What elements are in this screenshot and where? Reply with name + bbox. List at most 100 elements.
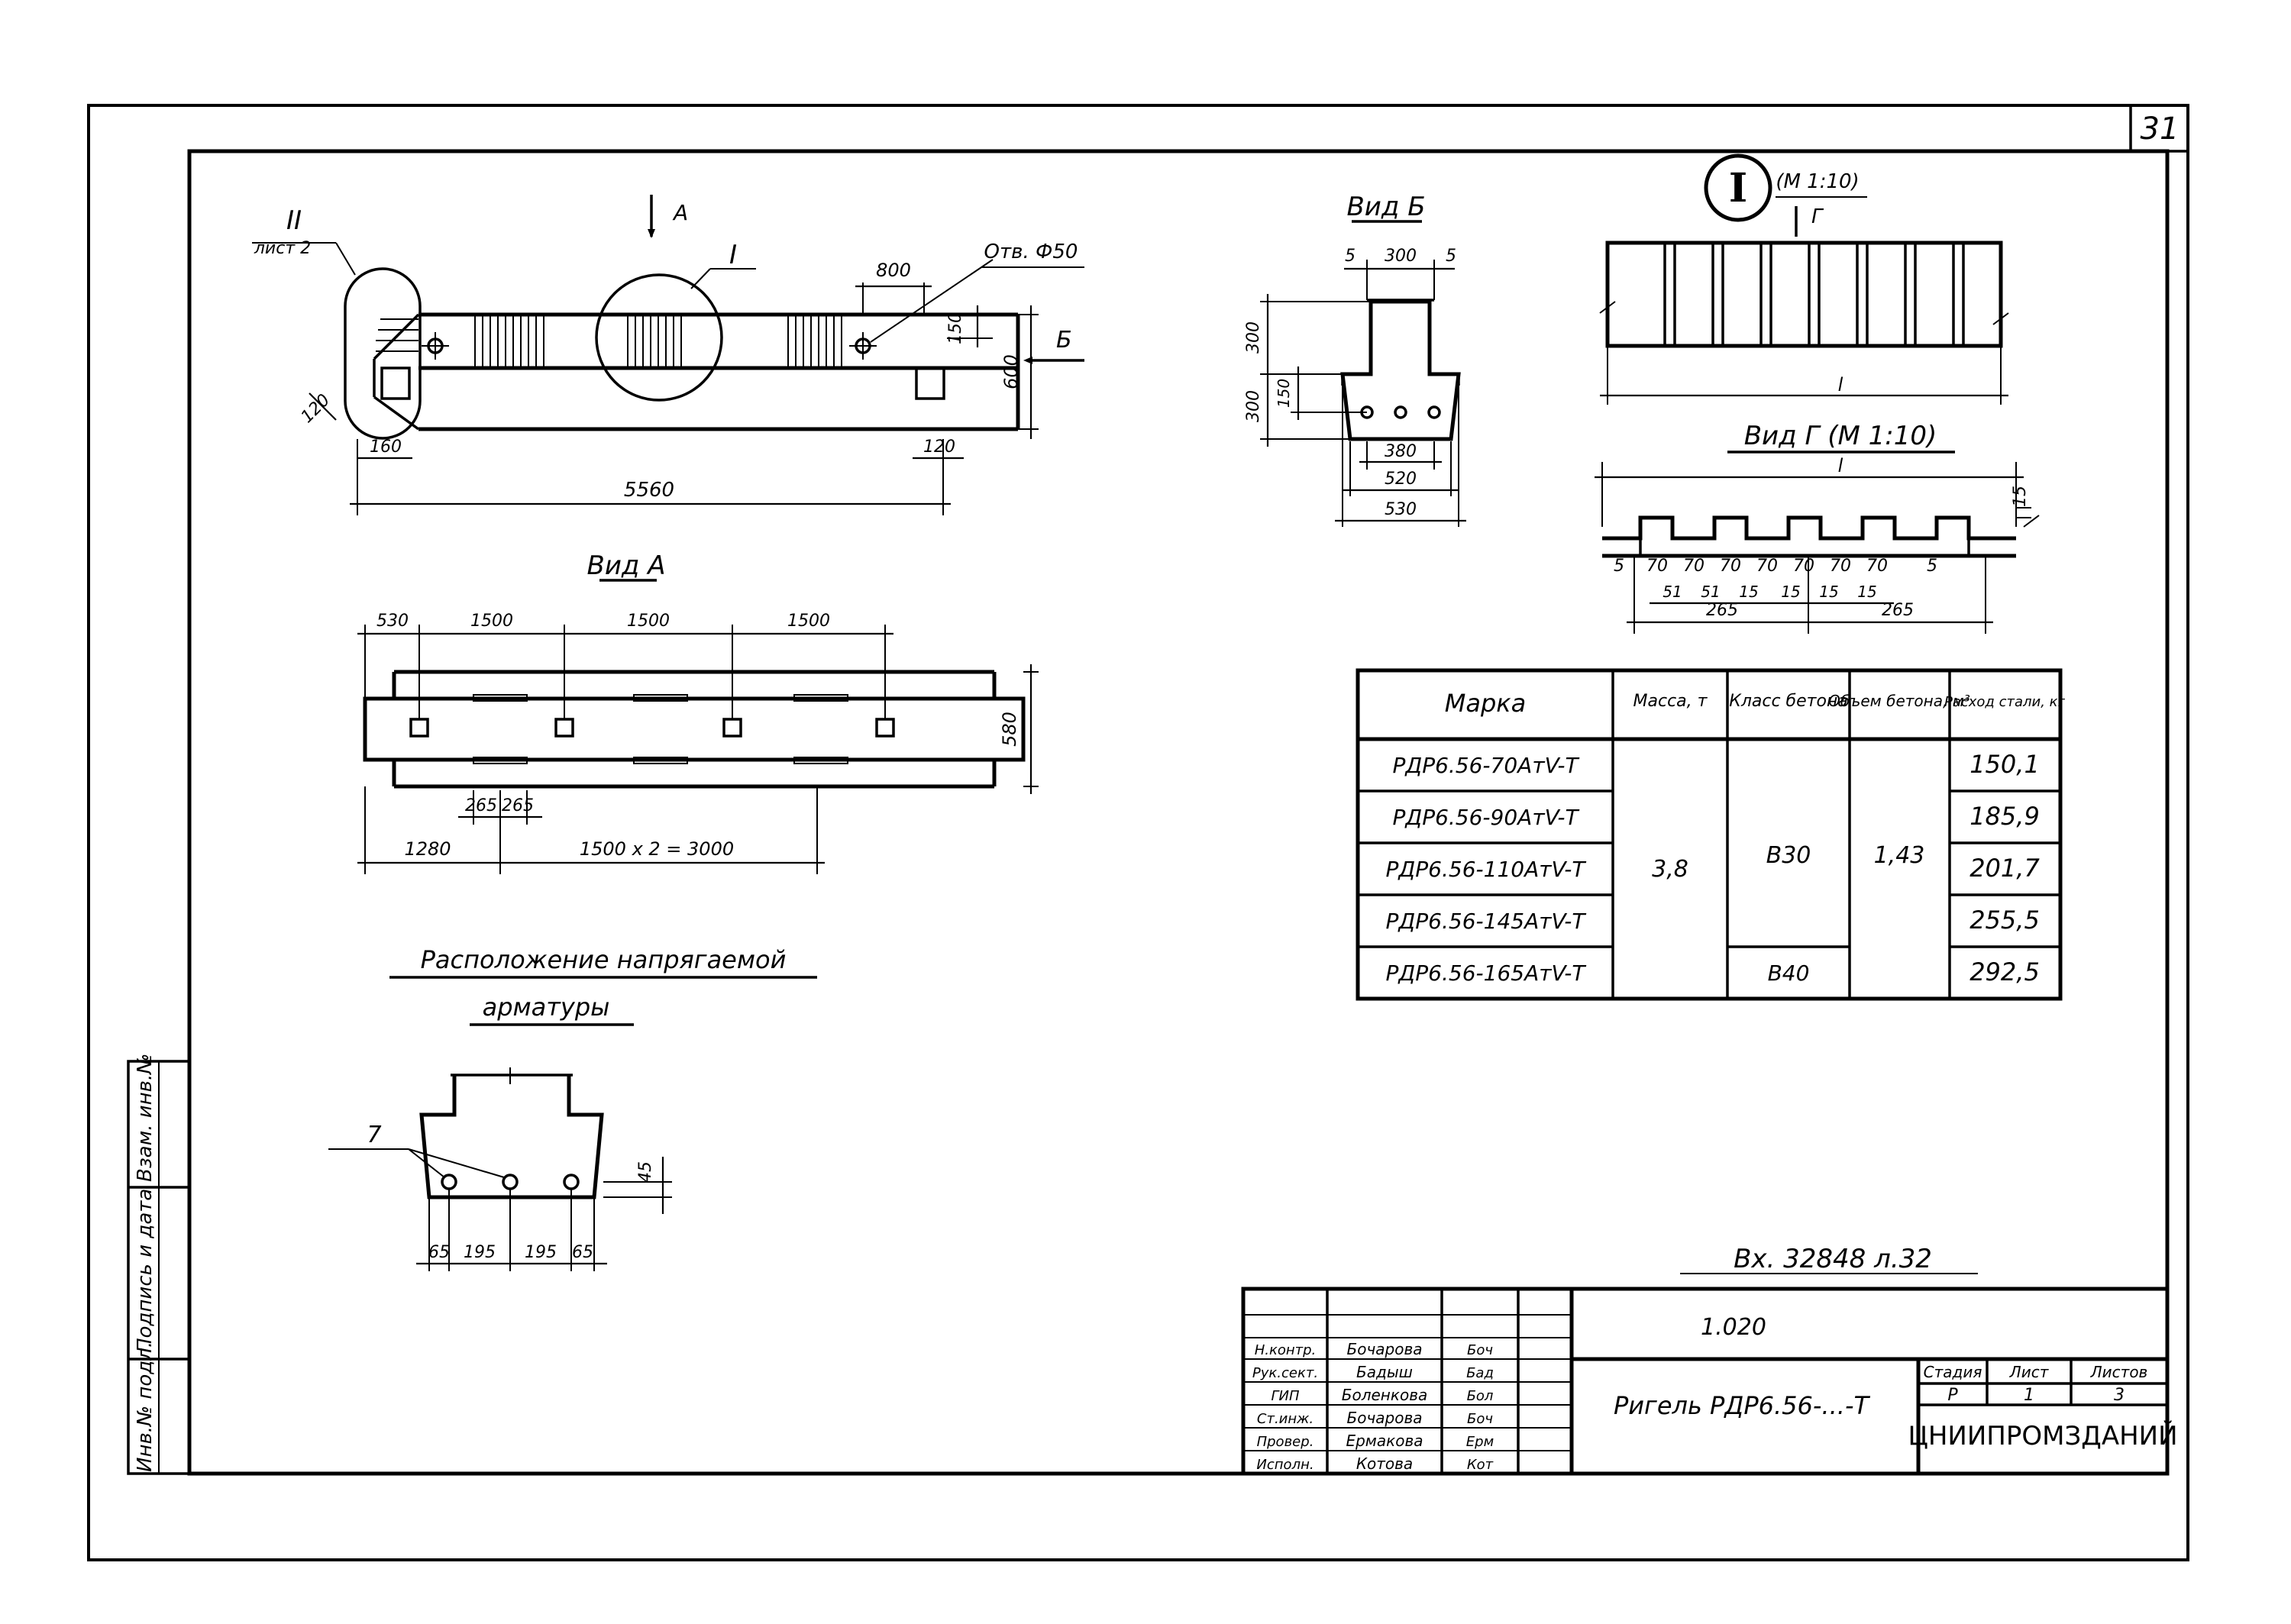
view-b-marker: Б bbox=[1056, 327, 1072, 354]
outer-frame: 31 bbox=[87, 104, 2189, 1561]
view-g-tooth-7: 70 bbox=[1866, 557, 1888, 576]
view-g-tooth-8: 5 bbox=[1927, 557, 1937, 576]
row-mark-4: РДР6.56-165АтV-Т bbox=[1386, 961, 1587, 986]
sheet-value: 1 bbox=[2024, 1386, 2034, 1405]
sheet-header: Лист bbox=[2009, 1363, 2050, 1381]
th-mass: Масса, т bbox=[1633, 692, 1708, 711]
sheets-value: 3 bbox=[2114, 1386, 2125, 1405]
view-g: Вид Г (М 1:10) l 15 5 70 70 70 70 70 70 … bbox=[1595, 421, 2040, 634]
sheets-header: Листов bbox=[2090, 1363, 2148, 1381]
dim-view-a-1: 1500 bbox=[470, 612, 513, 631]
dim-view-a-small-0: 265 bbox=[465, 796, 497, 815]
view-g-right: 15 bbox=[2011, 486, 2030, 507]
dim-elev-right-bottom: 120 bbox=[923, 437, 955, 457]
dim-view-a-height: 580 bbox=[999, 712, 1020, 747]
view-g-title: Вид Г (М 1:10) bbox=[1744, 421, 1937, 451]
dim-elev-top: 800 bbox=[876, 260, 911, 281]
drawing-title: Ригель РДР6.56-...-Т bbox=[1614, 1391, 1871, 1420]
dim-view-a-0: 530 bbox=[376, 612, 409, 631]
view-g-small-1: 51 bbox=[1701, 583, 1720, 601]
stirrups-group-3 bbox=[787, 316, 842, 366]
row-steel-2: 201,7 bbox=[1969, 854, 2040, 883]
th-mark: Марка bbox=[1445, 689, 1526, 718]
sig-role-1: Рук.сект. bbox=[1252, 1365, 1318, 1381]
view-g-tooth-0: 5 bbox=[1614, 557, 1624, 576]
view-a: Вид А 530 1500 1500 1500 bbox=[357, 550, 1039, 874]
row-steel-0: 150,1 bbox=[1969, 750, 2040, 779]
node-i-label: I bbox=[729, 240, 737, 270]
view-g-half-1: 265 bbox=[1882, 601, 1914, 620]
view-g-small-5: 15 bbox=[1857, 583, 1876, 601]
lifting-hole-right bbox=[849, 332, 877, 360]
view-g-tooth-4: 70 bbox=[1756, 557, 1778, 576]
dim-view-a-small-1: 265 bbox=[502, 796, 534, 815]
prestress-right: 45 bbox=[636, 1161, 655, 1183]
row-steel-4: 292,5 bbox=[1969, 957, 2040, 986]
sig-sign-4: Ерм bbox=[1466, 1434, 1494, 1450]
dim-elev-height: 600 bbox=[1000, 354, 1022, 389]
cell-mass: 3,8 bbox=[1652, 856, 1688, 883]
sig-sign-5: Кот bbox=[1467, 1457, 1494, 1473]
stamp-inv-no: Инв.№ подл. bbox=[134, 1341, 157, 1472]
dim-view-b-w1: 380 bbox=[1385, 442, 1417, 461]
dim-view-b-h1: 300 bbox=[1244, 321, 1263, 354]
doc-code: 1.020 bbox=[1701, 1314, 1766, 1341]
sig-sign-3: Боч bbox=[1467, 1411, 1493, 1427]
row-steel-1: 185,9 bbox=[1969, 802, 2040, 831]
stirrups-left-end bbox=[376, 318, 418, 352]
cell-class-2: В40 bbox=[1768, 961, 1810, 986]
sheet-number: 31 bbox=[2141, 111, 2180, 147]
view-g-tooth-5: 70 bbox=[1793, 557, 1814, 576]
view-g-length: l bbox=[1838, 455, 1843, 476]
cell-volume: 1,43 bbox=[1874, 842, 1925, 869]
lifting-hole-left bbox=[422, 332, 449, 360]
prestress-title-1: Расположение напрягаемой bbox=[421, 945, 787, 974]
view-g-small-2: 15 bbox=[1739, 583, 1758, 601]
prestress-dim-2: 195 bbox=[525, 1243, 557, 1262]
node-i-callout bbox=[595, 273, 723, 402]
spec-table: Марка Масса, т Класс бетона Объем бетона… bbox=[1356, 668, 2066, 1001]
prestress-pos: 7 bbox=[367, 1122, 381, 1148]
view-b: Вид Б 5 300 5 300 300 150 380 520 bbox=[1244, 192, 1466, 527]
row-mark-2: РДР6.56-110АтV-Т bbox=[1386, 857, 1587, 882]
view-g-tooth-1: 70 bbox=[1646, 557, 1668, 576]
stage-header: Стадия bbox=[1924, 1363, 1982, 1381]
node-i-bubble-label: I bbox=[1729, 165, 1747, 211]
dim-view-b-w2: 520 bbox=[1385, 470, 1417, 489]
dim-view-a-bottom-left: 1280 bbox=[404, 838, 451, 860]
stamp-sign-date: Подпись и дата bbox=[134, 1189, 157, 1353]
node-i-dim: l bbox=[1838, 374, 1843, 396]
dim-elev-left-bottom: 160 bbox=[370, 437, 402, 457]
sig-name-3: Бочарова bbox=[1346, 1409, 1422, 1427]
node-i-bubble bbox=[1704, 153, 1772, 222]
sig-role-0: Н.контр. bbox=[1255, 1342, 1317, 1358]
sig-role-3: Ст.инж. bbox=[1257, 1411, 1314, 1427]
prestress-dim-0: 65 bbox=[428, 1243, 450, 1262]
view-g-small-3: 15 bbox=[1781, 583, 1800, 601]
reference-number: Вх. 32848 л.32 bbox=[1734, 1244, 1932, 1274]
view-g-tooth-3: 70 bbox=[1720, 557, 1741, 576]
beam-elevation: II лист 2 I А Б Отв. Ф50 800 150 600 bbox=[252, 195, 1084, 515]
sig-sign-2: Бол bbox=[1467, 1388, 1494, 1404]
prestress-dim-3: 65 bbox=[572, 1243, 593, 1262]
node-ii-callout bbox=[344, 267, 422, 440]
sig-name-5: Котова bbox=[1356, 1454, 1413, 1473]
sig-name-1: Бадыш bbox=[1356, 1363, 1413, 1381]
view-g-tooth-6: 70 bbox=[1830, 557, 1851, 576]
node-i-scale: (М 1:10) bbox=[1776, 170, 1859, 193]
dim-view-b-top-right: 5 bbox=[1446, 247, 1456, 266]
node-i-detail: I (М 1:10) Г l bbox=[1599, 153, 2009, 405]
dim-view-a-bottom-right: 1500 х 2 = 3000 bbox=[580, 838, 734, 860]
dim-view-b-h3: 150 bbox=[1275, 379, 1293, 408]
sig-sign-1: Бад bbox=[1466, 1365, 1494, 1381]
hole-label: Отв. Ф50 bbox=[984, 241, 1078, 263]
view-g-half-0: 265 bbox=[1706, 601, 1738, 620]
sig-sign-0: Боч bbox=[1467, 1342, 1493, 1358]
stirrups-group-1 bbox=[474, 316, 544, 366]
dim-view-a-2: 1500 bbox=[627, 612, 670, 631]
dim-view-a-3: 1500 bbox=[787, 612, 830, 631]
title-block: Н.контр. Рук.сект. ГИП Ст.инж. Провер. И… bbox=[1241, 1287, 2178, 1476]
th-volume: Объем бетона, м³ bbox=[1828, 692, 1970, 710]
view-a-marker: А bbox=[672, 200, 688, 225]
